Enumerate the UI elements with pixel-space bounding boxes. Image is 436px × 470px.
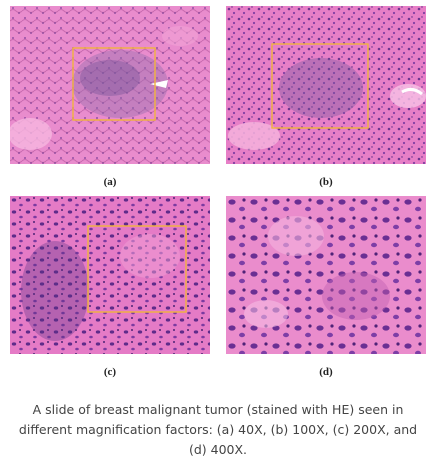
roi-box-a (72, 47, 156, 121)
roi-box-b (271, 43, 369, 129)
panel-label-d: (d) (319, 366, 333, 378)
tissue-image-c (10, 196, 210, 354)
tissue-image-a (10, 6, 210, 164)
panel-label-a: (a) (103, 176, 117, 188)
roi-box-c (87, 225, 187, 313)
histology-image-a (10, 6, 210, 164)
panel-label-c: (c) (103, 366, 117, 378)
figure-caption: A slide of breast malignant tumor (stain… (18, 402, 418, 457)
tissue-image-b (226, 6, 426, 164)
tissue-image-d (226, 196, 426, 354)
panel-label-b: (b) (319, 176, 333, 188)
histology-image-d (226, 196, 426, 354)
histology-image-c (10, 196, 210, 354)
histology-image-b (226, 6, 426, 164)
